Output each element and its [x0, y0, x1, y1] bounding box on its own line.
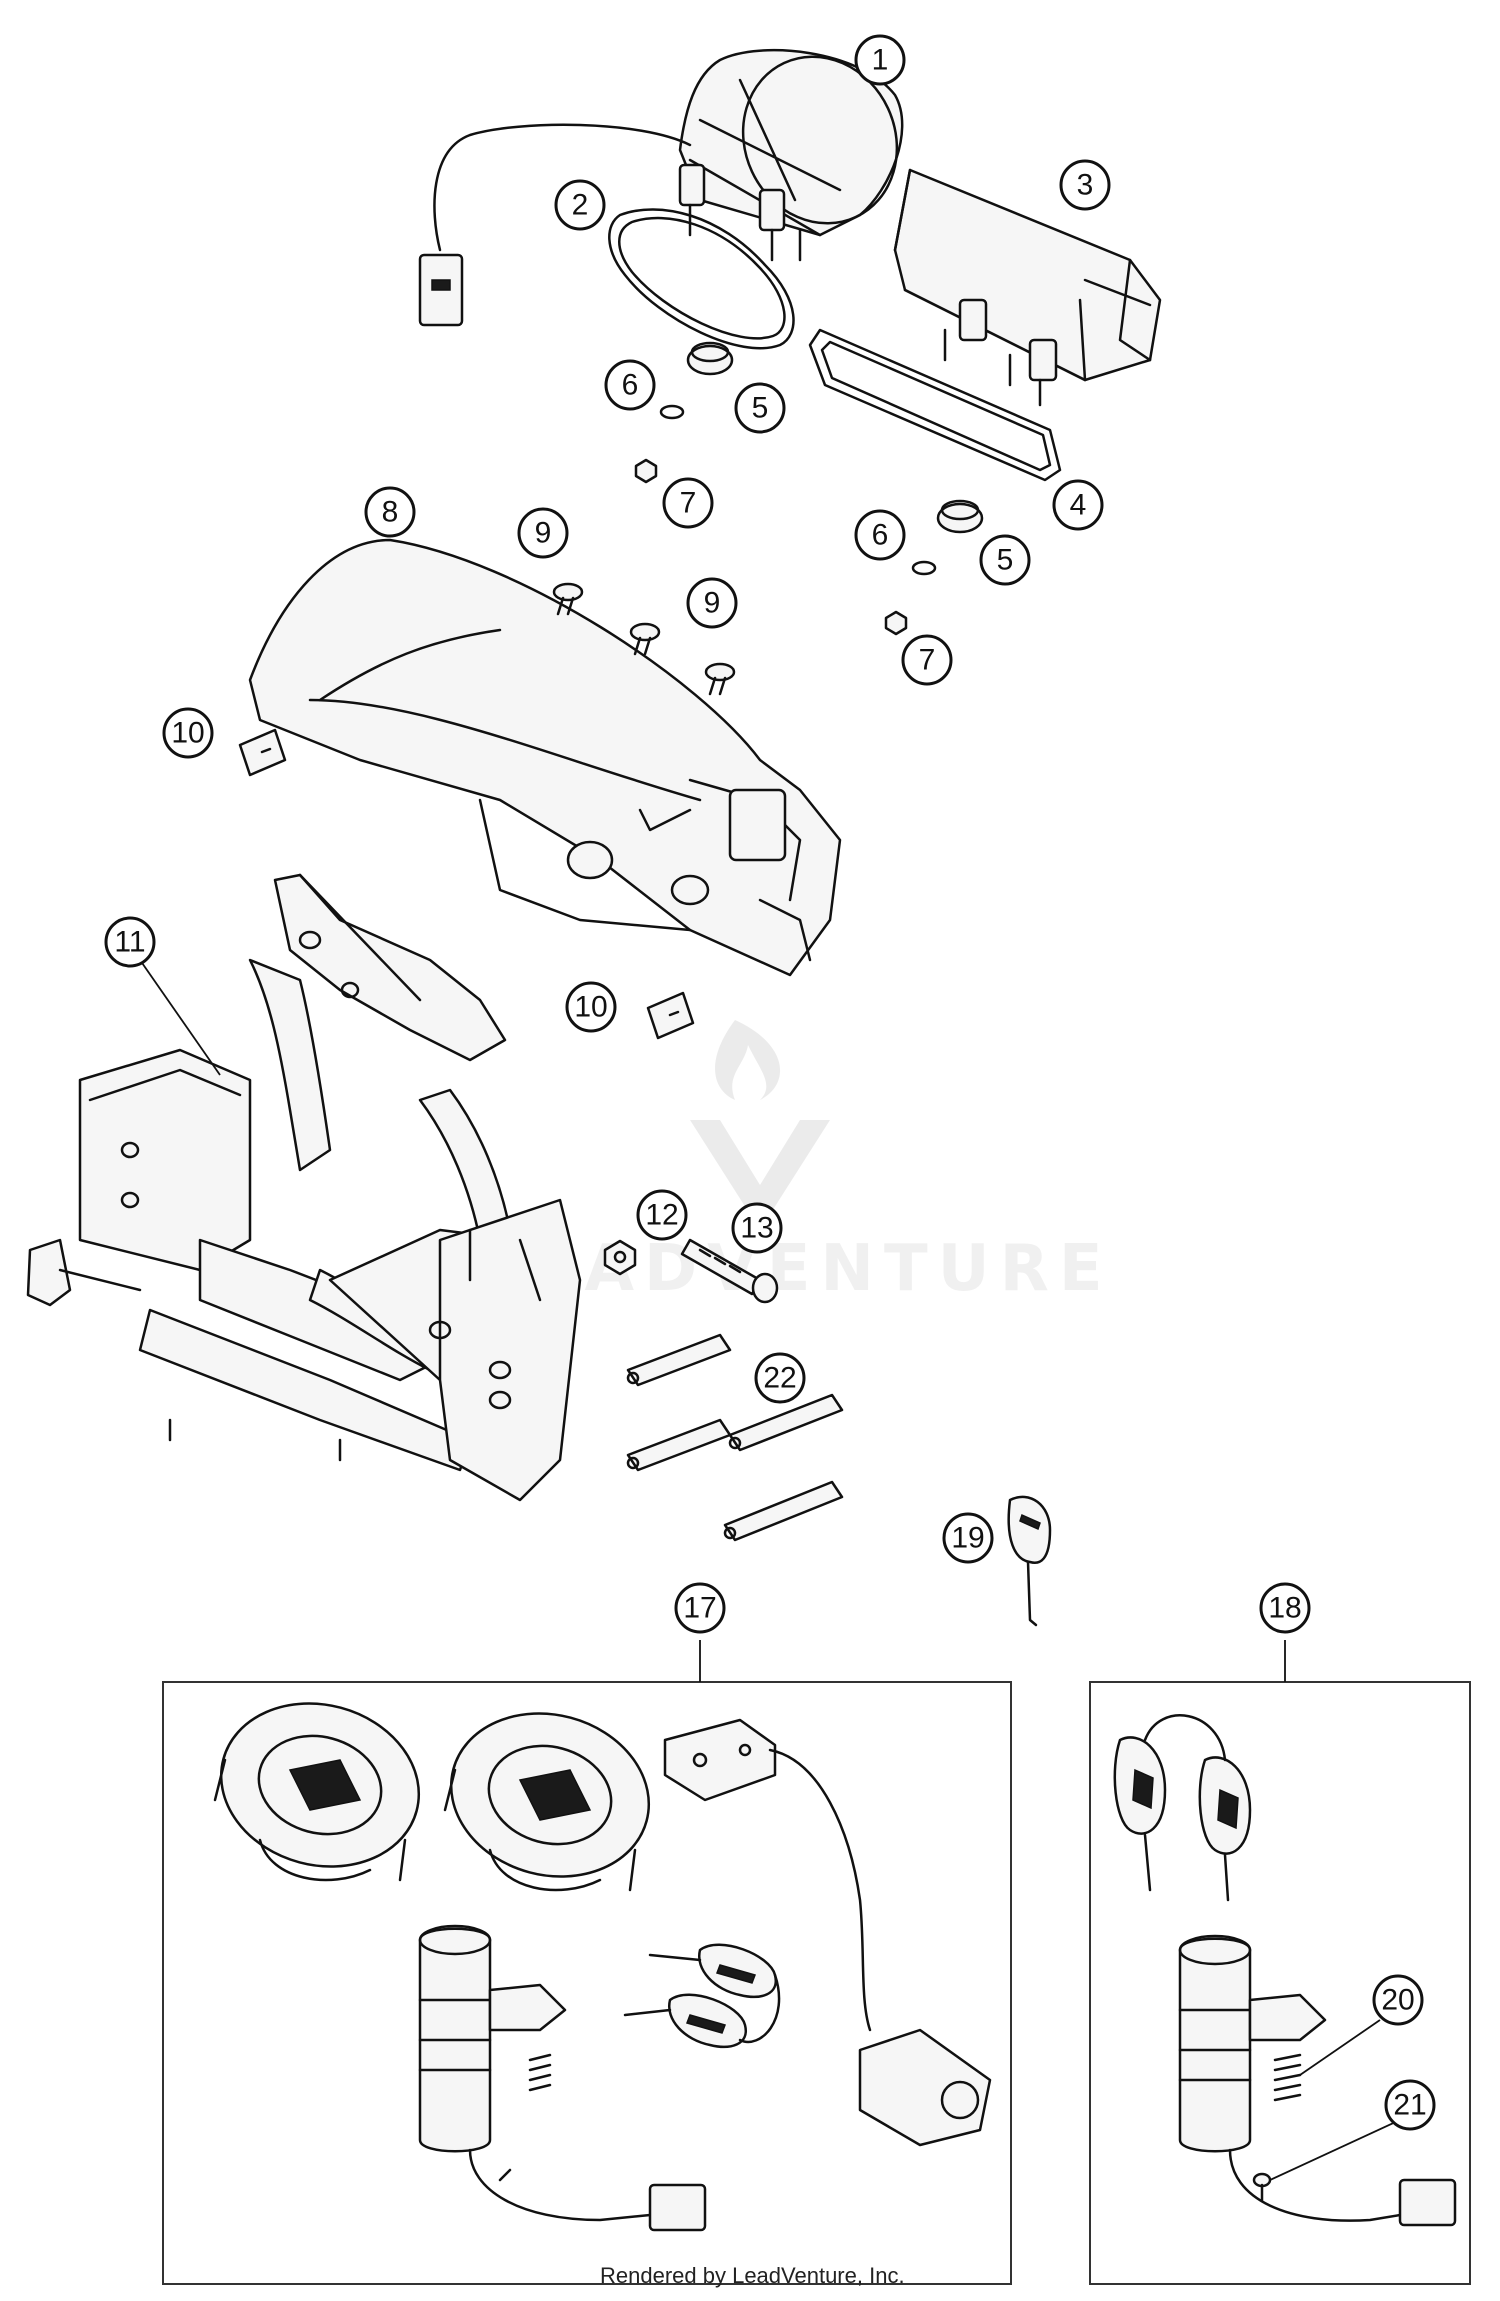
callout-5b-label: 5	[997, 544, 1014, 577]
callout-7a-label: 7	[680, 487, 697, 520]
part-speedometer	[418, 48, 904, 327]
callout-4: 4	[1052, 479, 1104, 531]
part-nut-12	[603, 1239, 637, 1276]
part-gasket-round	[608, 208, 795, 350]
callout-22-label: 22	[763, 1362, 796, 1395]
callout-11: 11	[104, 916, 156, 968]
callout-22: 22	[754, 1352, 806, 1404]
part-keys-17	[623, 1943, 781, 2049]
callout-10a: 10	[162, 707, 214, 759]
callout-6a-label: 6	[622, 369, 639, 402]
callout-6b: 6	[854, 509, 906, 561]
callout-18: 18	[1259, 1582, 1311, 1634]
callout-10b-label: 10	[574, 991, 607, 1024]
callout-19: 19	[942, 1512, 994, 1564]
part-screws	[552, 582, 736, 696]
callout-6b-label: 6	[872, 519, 889, 552]
callout-19-label: 19	[951, 1522, 984, 1555]
part-grommets	[686, 341, 984, 534]
callout-11-label: 11	[114, 926, 145, 959]
callout-2-label: 2	[572, 189, 589, 222]
callout-1-label: 1	[872, 44, 889, 77]
callout-17: 17	[674, 1582, 726, 1634]
callout-5b: 5	[979, 534, 1031, 586]
part-clips	[238, 728, 695, 1040]
part-seat-lock	[663, 1718, 992, 2147]
callout-7b: 7	[901, 634, 953, 686]
callout-9a: 9	[517, 507, 569, 559]
part-display-unit	[893, 168, 1162, 407]
callout-20-label: 20	[1381, 1984, 1414, 2017]
callout-9b: 9	[686, 577, 738, 629]
watermark-text: LEADVENTURE	[480, 1232, 1113, 1306]
callout-3: 3	[1059, 159, 1111, 211]
part-ignition-lock-18	[1178, 1934, 1457, 2227]
callout-2: 2	[554, 179, 606, 231]
callout-18-label: 18	[1268, 1592, 1301, 1625]
callout-8-label: 8	[382, 496, 399, 529]
callout-10a-label: 10	[171, 717, 204, 750]
callout-21: 21	[1384, 2079, 1436, 2131]
part-bracket-frame	[26, 873, 582, 1502]
part-bolt-13	[680, 1238, 779, 1304]
callout-21-label: 21	[1393, 2089, 1426, 2122]
callout-13: 13	[731, 1202, 783, 1254]
part-fuel-cap-left	[213, 1702, 421, 1882]
callout-7a: 7	[662, 477, 714, 529]
callout-3-label: 3	[1077, 169, 1094, 202]
callout-13-label: 13	[740, 1212, 773, 1245]
part-washers	[659, 404, 937, 576]
part-key-19	[1007, 1495, 1052, 1627]
callout-5a-label: 5	[752, 392, 769, 425]
part-spacers	[626, 1333, 844, 1542]
credit-text: Rendered by LeadVenture, Inc.	[600, 2263, 905, 2288]
callout-17-label: 17	[683, 1592, 716, 1625]
watermark: LEADVENTURE	[480, 1020, 1113, 1306]
part-screw-21	[1252, 2172, 1272, 2202]
callout-10b: 10	[565, 981, 617, 1033]
part-gasket-rect	[808, 328, 1062, 482]
callout-5a: 5	[734, 382, 786, 434]
part-ignition-lock-17	[418, 1924, 707, 2232]
part-fuel-cap-right	[443, 1712, 651, 1892]
callout-1: 1	[854, 34, 906, 86]
part-nuts	[634, 458, 908, 636]
group-box-17	[162, 1681, 1012, 2285]
part-spring-20	[1273, 2053, 1302, 2102]
callout-20: 20	[1372, 1974, 1424, 2026]
callout-12-label: 12	[645, 1199, 678, 1232]
callout-12: 12	[636, 1189, 688, 1241]
callout-4-label: 4	[1070, 489, 1087, 522]
callout-7b-label: 7	[919, 644, 936, 677]
callout-9a-label: 9	[535, 517, 552, 550]
callout-6a: 6	[604, 359, 656, 411]
callout-8: 8	[364, 486, 416, 538]
callout-9b-label: 9	[704, 587, 721, 620]
flame-v-logo-icon	[715, 1020, 781, 1100]
part-instrument-cover	[248, 538, 842, 977]
group-box-18	[1089, 1681, 1471, 2285]
part-keys-18	[1113, 1714, 1252, 1902]
